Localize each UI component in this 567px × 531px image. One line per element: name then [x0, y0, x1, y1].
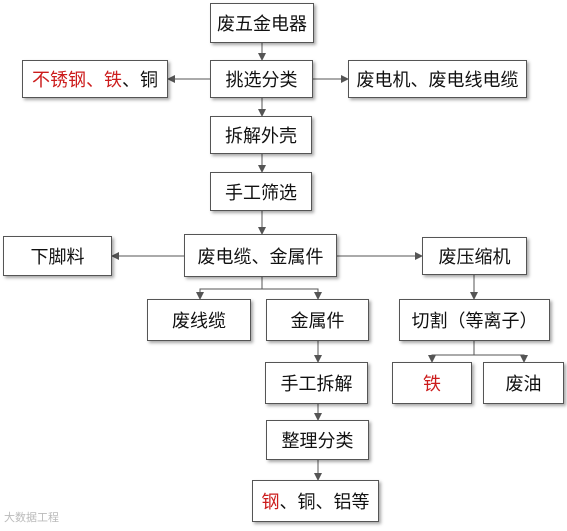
node-label-red: 铁: [423, 374, 441, 395]
node-label: 手工拆解: [280, 374, 353, 395]
node-label: 手工筛选: [225, 182, 297, 204]
node-label: 废五金电器: [217, 14, 307, 35]
arrow-cable-to-wire: [196, 277, 263, 300]
node-label: 切割（等离子）: [411, 311, 538, 332]
node-label: 整理分类: [281, 431, 354, 452]
node-steel-copper-aluminum: 钢、铜、铝等: [252, 480, 379, 522]
node-sort: 挑选分类: [210, 60, 313, 98]
node-waste-appliances: 废五金电器: [210, 3, 314, 43]
node-tidy-sort: 整理分类: [266, 420, 369, 460]
node-manual-disassemble: 手工拆解: [265, 362, 368, 404]
watermark-text: 大数据工程: [4, 511, 59, 524]
node-stainless-iron-copper: 不锈钢、铁、铜: [22, 60, 168, 98]
node-waste-motor-cable: 废电机、废电线电缆: [348, 60, 527, 98]
node-label: 废线缆: [172, 311, 226, 332]
node-label: 拆解外壳: [225, 126, 297, 147]
node-label-sep: 、: [122, 70, 140, 91]
watermark: 大数据工程: [4, 509, 59, 525]
node-label-red: 不锈钢、铁: [32, 70, 122, 91]
node-label: 、铜、铝等: [279, 492, 370, 513]
node-label: 下脚料: [30, 247, 85, 268]
node-waste-wire: 废线缆: [147, 299, 251, 341]
node-iron: 铁: [392, 362, 472, 404]
arrow-cable-to-metal: [262, 288, 322, 300]
node-label: 金属件: [290, 311, 345, 332]
node-label-red: 钢: [261, 492, 280, 513]
node-label: 废油: [505, 374, 542, 395]
node-label: 废电机、废电线电缆: [356, 70, 519, 91]
node-compressor: 废压缩机: [422, 237, 527, 275]
node-label: 挑选分类: [225, 70, 298, 91]
node-cutting: 切割（等离子）: [399, 299, 550, 341]
node-manual-screen: 手工筛选: [210, 172, 312, 211]
node-metal-parts: 金属件: [266, 299, 369, 341]
arrow-cut-to-iron: [428, 341, 475, 363]
arrow-cut-to-oil: [474, 354, 528, 363]
node-label: 铜: [140, 70, 158, 91]
node-waste-oil: 废油: [483, 362, 564, 404]
node-disassemble-shell: 拆解外壳: [210, 116, 312, 154]
node-cable-metal: 废电缆、金属件: [184, 234, 337, 277]
node-label: 废电缆、金属件: [197, 246, 324, 268]
node-label: 废压缩机: [438, 247, 511, 268]
node-scrap: 下脚料: [3, 236, 112, 276]
